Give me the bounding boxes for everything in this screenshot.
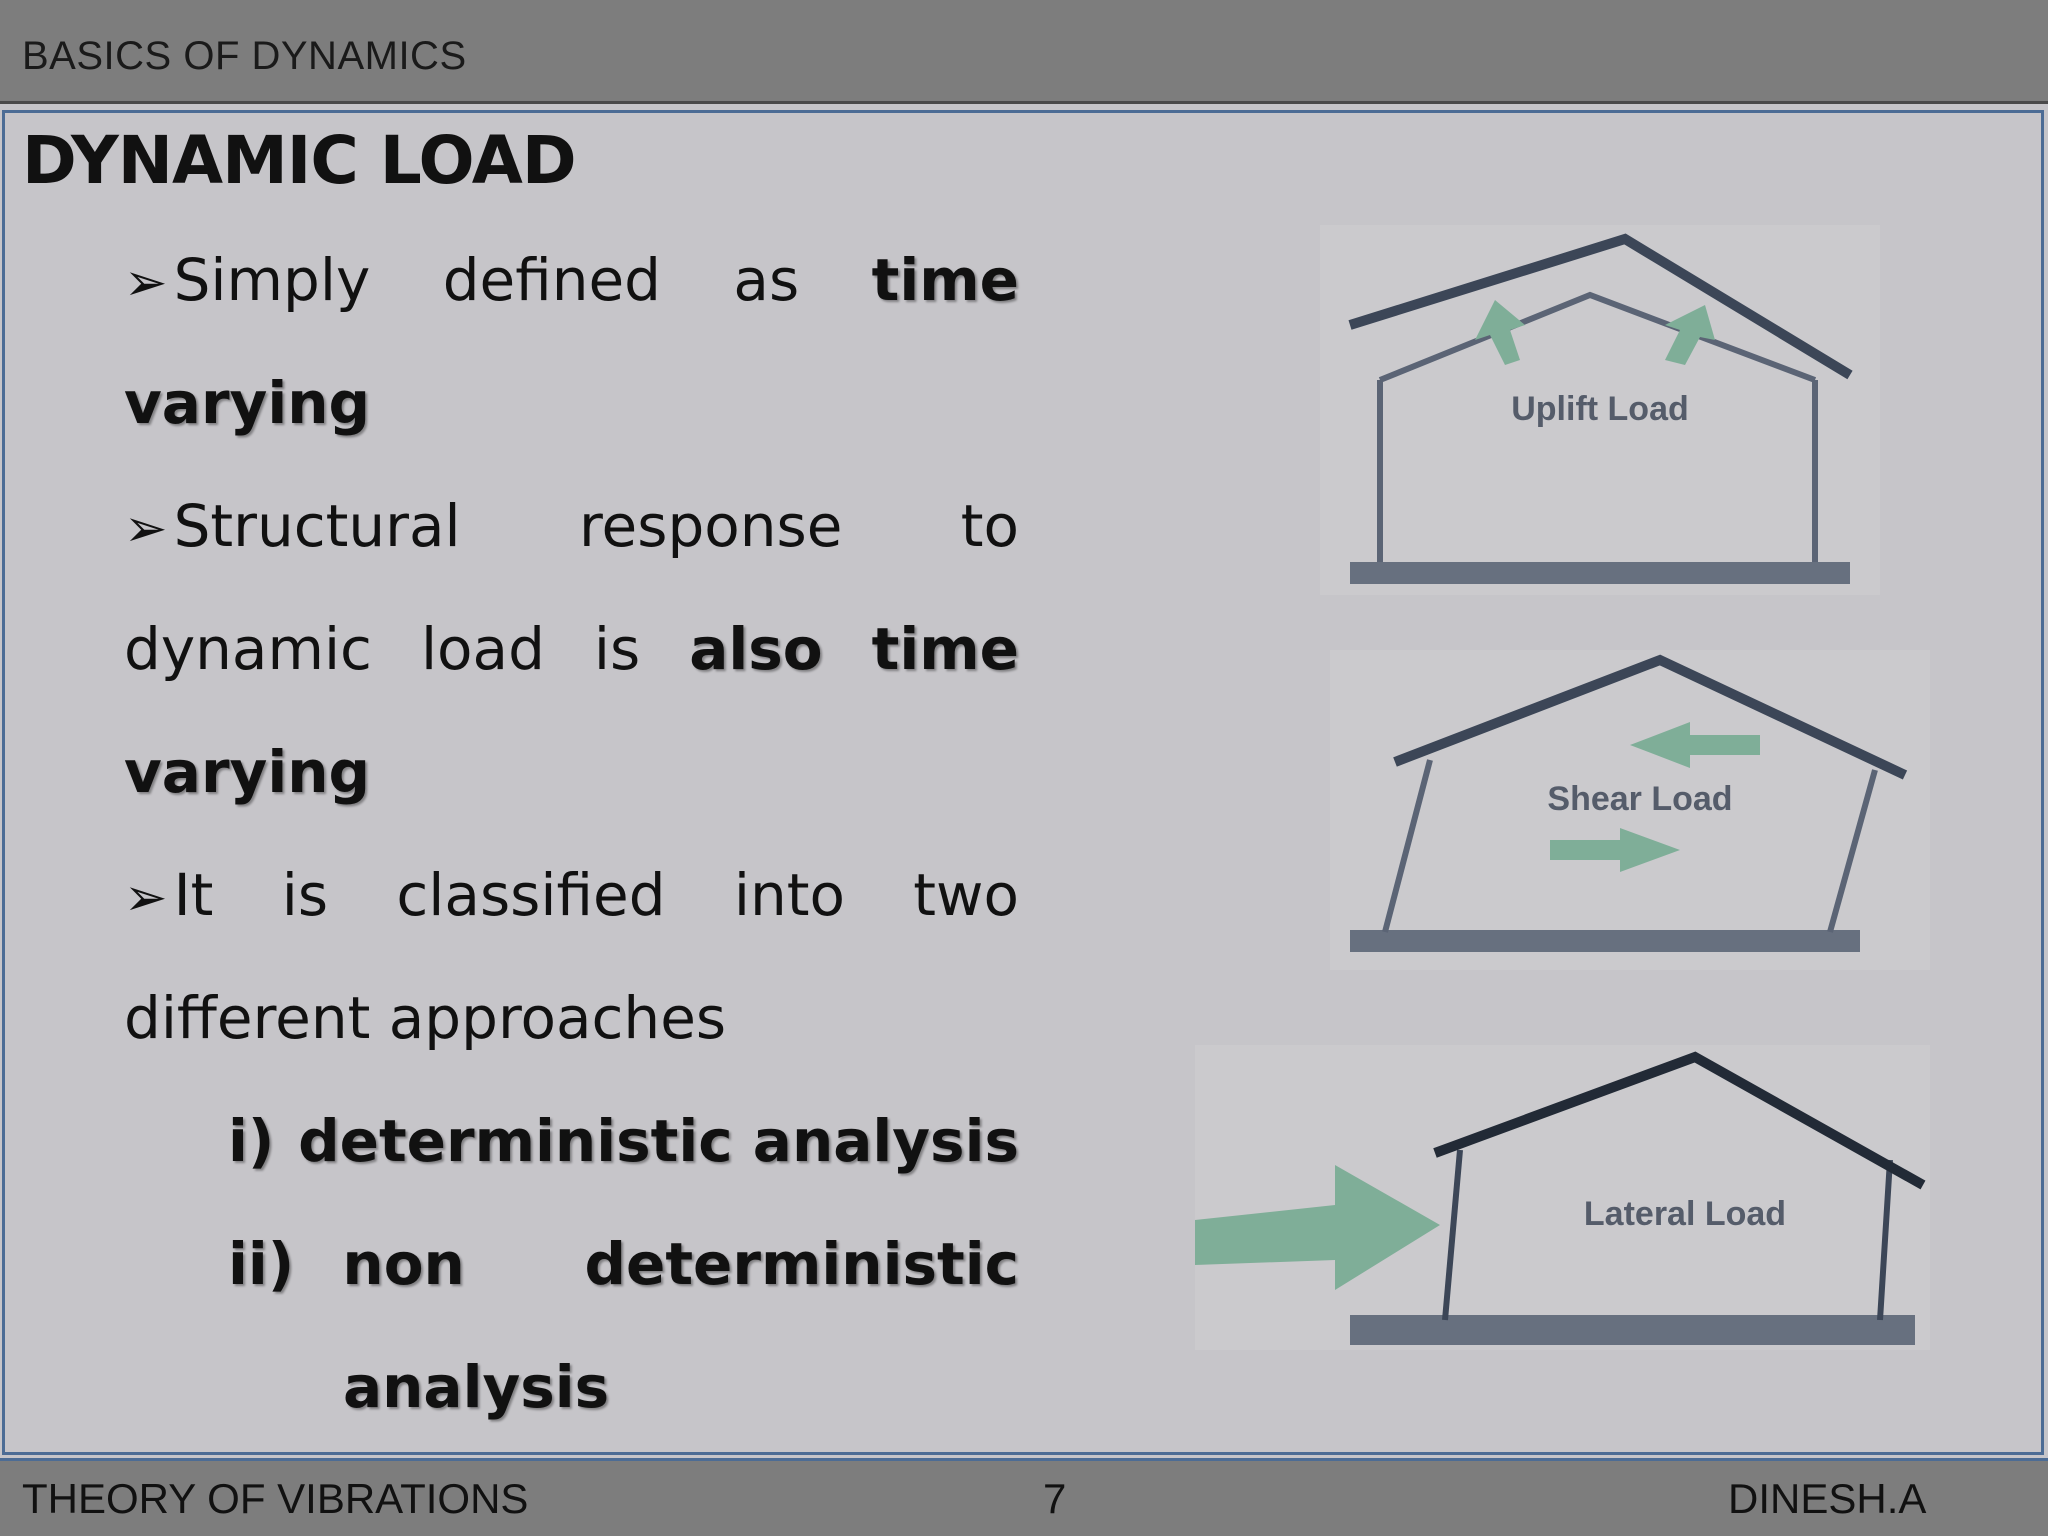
slide-header: BASICS OF DYNAMICS <box>0 0 2048 104</box>
bullet-2-line-2: dynamic load is also time <box>124 615 1019 683</box>
bullet-1-line-2: varying <box>124 369 371 437</box>
shear-load-label: Shear Load <box>1547 780 1732 818</box>
bullet-list: ➢Simply defined as time varying ➢Structu… <box>124 230 1019 1460</box>
list-item-2: ii) non deterministic <box>228 1230 1019 1298</box>
bullet-1-line-1: ➢Simply defined as time <box>124 246 1019 314</box>
bullet-2-line-1: ➢Structural response to <box>124 492 1019 560</box>
shear-load-diagram: Shear Load <box>1330 650 1930 970</box>
arrow-bullet-icon: ➢ <box>124 253 168 313</box>
lateral-load-label: Lateral Load <box>1584 1195 1786 1233</box>
slide-footer: THEORY OF VIBRATIONS 7 DINESH.A <box>0 1458 2048 1536</box>
uplift-load-diagram: Uplift Load <box>1320 225 1880 595</box>
footer-author: DINESH.A <box>1728 1475 1927 1522</box>
list-item-1: i) deterministic analysis <box>228 1107 1019 1175</box>
header-title: BASICS OF DYNAMICS <box>22 34 467 78</box>
footer-page-number: 7 <box>1043 1475 1067 1522</box>
bullet-3-line-2: different approaches <box>124 984 727 1052</box>
lateral-load-diagram: Lateral Load <box>1195 1045 1930 1350</box>
slide-title: DYNAMIC LOAD <box>22 122 577 199</box>
arrow-bullet-icon: ➢ <box>124 868 168 928</box>
bullet-3-line-1: ➢It is classified into two <box>124 861 1019 929</box>
arrow-bullet-icon: ➢ <box>124 499 168 559</box>
uplift-load-label: Uplift Load <box>1511 390 1689 428</box>
list-item-2-cont: analysis <box>343 1353 610 1421</box>
bullet-2-line-3: varying <box>124 738 371 806</box>
content-frame <box>2 110 2044 1455</box>
footer-course: THEORY OF VIBRATIONS <box>22 1475 529 1522</box>
